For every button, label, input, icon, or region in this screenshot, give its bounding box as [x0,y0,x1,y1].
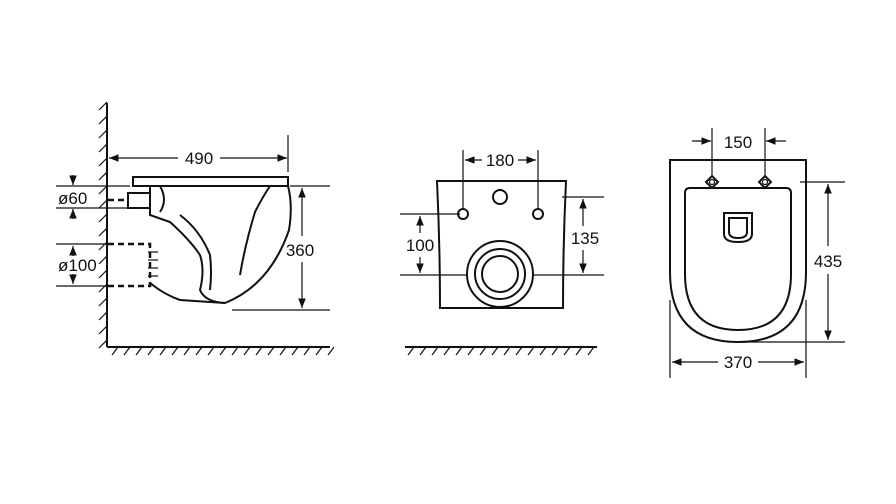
rear-outline [435,180,568,309]
top-outline [669,159,807,344]
wall [98,101,108,349]
dim-inlet: ø60 [56,175,130,219]
dim-side-width: 490 [185,149,213,168]
dim-top-length: 435 [814,252,842,271]
top-view: 150 435 370 [669,128,845,378]
dim-135: 135 [533,196,604,276]
dim-inlet-diameter: ø60 [58,189,87,208]
dim-rear-hole-spacing: 180 [486,151,514,170]
dim-180: 180 [462,150,539,210]
dim-top-hole-spacing: 150 [724,133,752,152]
dim-370: 370 [669,300,807,378]
dim-outlet: ø100 [56,243,108,287]
dim-435: 435 [742,181,845,343]
side-view: 490 360 ø60 ø100 [56,101,335,356]
floor-left [107,346,335,356]
dim-rear-hole-height-right: 135 [571,229,599,248]
dim-outlet-diameter: ø100 [58,256,97,275]
dim-side-height: 360 [286,241,314,260]
bowl-profile [108,176,292,305]
dim-150: 150 [692,128,786,176]
rear-view: 180 100 135 [400,150,604,356]
dim-top-width: 370 [724,353,752,372]
dim-rear-hole-height-left: 100 [406,236,434,255]
dim-100: 100 [400,213,467,276]
dim-360: 360 [232,185,330,311]
floor-middle [405,346,597,356]
dim-490: 490 [109,135,289,172]
